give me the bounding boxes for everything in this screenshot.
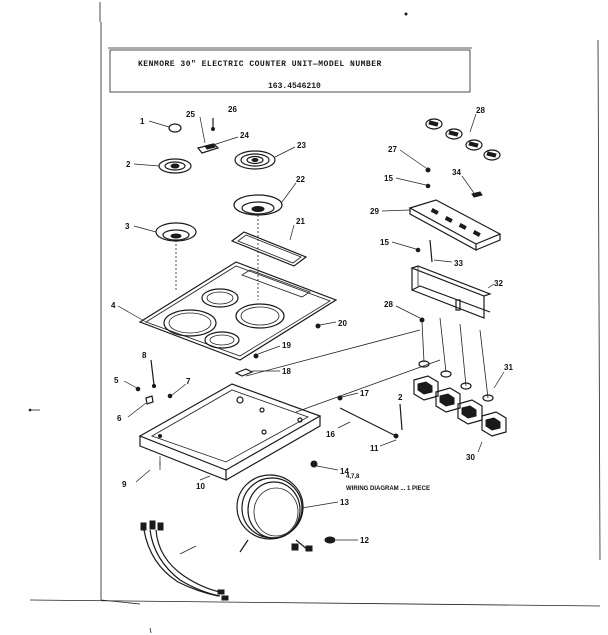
note-line-1: 4,7,8 (346, 474, 360, 480)
part-30-switches (413, 375, 507, 453)
part-5-screw (123, 380, 141, 392)
callout-28: 28 (384, 300, 393, 309)
part-13-harness (236, 474, 339, 553)
part-28-screw (395, 305, 489, 399)
part-2-clip-right (379, 403, 403, 447)
header-title: KENMORE 30" ELECTRIC COUNTER UNIT—MODEL … (138, 60, 382, 69)
part-16-rod (337, 407, 399, 439)
part-35-knobs (425, 113, 501, 161)
callout-8: 8 (142, 351, 147, 360)
callout-3: 3 (125, 222, 130, 231)
callout-20: 20 (338, 319, 347, 328)
callout-11: 11 (370, 444, 379, 453)
scan-specks (28, 12, 408, 412)
part-34-clip (461, 175, 483, 198)
callout-26: 26 (228, 105, 237, 114)
callout-4: 4 (111, 301, 116, 310)
callout-22: 22 (296, 175, 305, 184)
part-32-bracket (410, 265, 495, 319)
model-number: 163.4546210 (268, 82, 321, 91)
callout-33: 33 (454, 259, 463, 268)
callout-30: 30 (466, 453, 475, 462)
conduit-line (245, 329, 441, 413)
callout-7: 7 (186, 377, 191, 386)
header-box: KENMORE 30" ELECTRIC COUNTER UNIT—MODEL … (108, 47, 472, 93)
part-7-screw (167, 383, 187, 399)
part-4-cooktop (117, 215, 338, 361)
part-24-terminal-block (196, 116, 239, 154)
callout-14: 14 (340, 467, 349, 476)
part-20-screw (315, 321, 337, 329)
callout-32: 32 (494, 279, 503, 288)
callout-12: 12 (360, 536, 369, 545)
part-8-screw (150, 359, 157, 389)
callout-15-upper: 15 (384, 174, 393, 183)
callout-1: 1 (140, 117, 145, 126)
part-11-pigtail (140, 520, 229, 601)
part-27-screw (399, 149, 431, 173)
callout-5: 5 (114, 376, 119, 385)
callout-35: 28 (476, 106, 485, 115)
callout-34: 34 (452, 168, 461, 177)
part-19-clip (253, 345, 281, 359)
callout-25: 25 (186, 110, 195, 119)
callout-2: 2 (126, 160, 131, 169)
part-31-washers (418, 360, 505, 402)
callout-31: 31 (504, 363, 513, 372)
callout-6: 6 (117, 414, 122, 423)
note-line-2: WIRING DIAGRAM ... 1 PIECE (346, 486, 430, 492)
part-12-grommet (324, 536, 358, 544)
part-23-large-element (234, 146, 296, 170)
callout-16: 16 (326, 430, 335, 439)
callout-17: 17 (360, 389, 369, 398)
callout-19: 19 (282, 341, 291, 350)
part-10-burner-box (135, 383, 322, 483)
callout-18: 18 (282, 367, 291, 376)
callout-24: 24 (240, 131, 249, 140)
part-22-large-drip-pan (233, 182, 297, 216)
callout-15-lower: 15 (380, 238, 389, 247)
part-29-control-panel (381, 199, 502, 252)
part-14-nut (310, 460, 339, 471)
callout-27: 27 (388, 145, 397, 154)
callout-21: 21 (296, 217, 305, 226)
callout-2-right: 2 (398, 393, 403, 402)
callout-9: 9 (122, 480, 127, 489)
part-33-stud (429, 239, 453, 263)
part-21-gasket (230, 224, 308, 267)
callout-10: 10 (196, 482, 205, 491)
callout-23: 23 (297, 141, 306, 150)
part-1-cap (148, 120, 182, 133)
part-2-burner-element (133, 158, 192, 174)
callout-29: 29 (370, 207, 379, 216)
part-15-screw-lower (391, 241, 421, 253)
part-15-screw-upper (395, 177, 431, 189)
page-frame (29, 2, 601, 634)
callout-labels: 1 25 26 24 23 2 22 3 21 4 20 19 8 5 7 18… (111, 105, 513, 545)
wiring-note: 4,7,8 WIRING DIAGRAM ... 1 PIECE (346, 474, 430, 492)
callout-13: 13 (340, 498, 349, 507)
part-3-drip-pan (133, 222, 197, 242)
part-17-clip (337, 392, 359, 401)
part-6-clip (127, 395, 154, 418)
